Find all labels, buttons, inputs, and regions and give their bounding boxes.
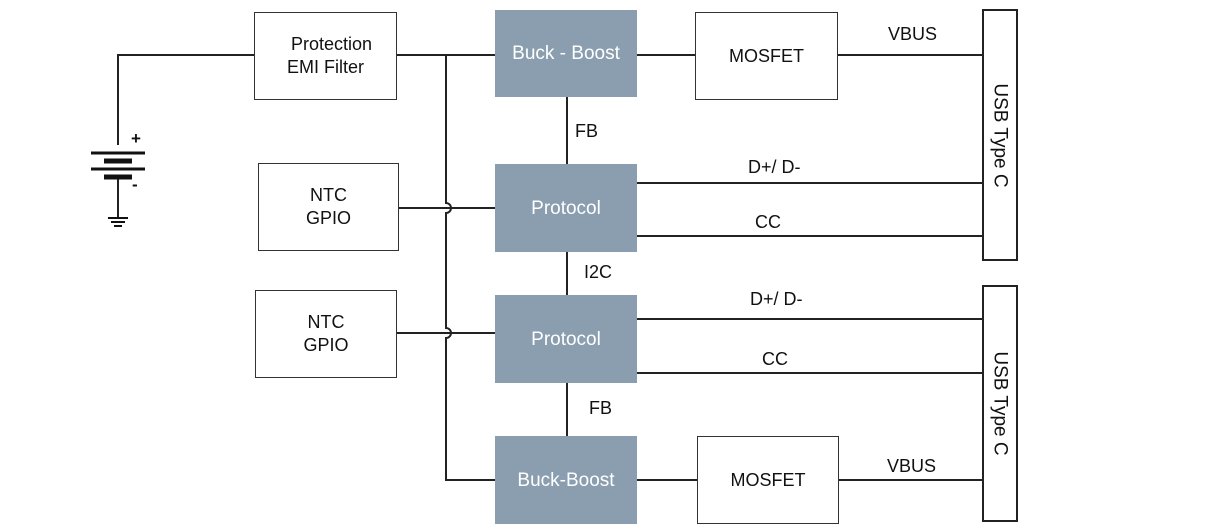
cc-top-label: CC xyxy=(755,212,781,232)
usb-type-c-top-connector: USB Type C xyxy=(982,9,1018,261)
power-bus-wire xyxy=(445,55,495,481)
mosfet-bottom-box: MOSFET xyxy=(697,436,839,524)
usb-type-c-bottom-connector: USB Type C xyxy=(982,285,1018,522)
battery-positive-wire xyxy=(117,54,254,145)
battery-minus-label: - xyxy=(132,175,138,194)
mosfet-top-label: MOSFET xyxy=(729,45,804,66)
buck-boost-bottom-label: Buck-Boost xyxy=(517,469,615,491)
dpdm-top-label: D+/ D- xyxy=(748,157,801,177)
battery-plus-label: + xyxy=(131,129,141,148)
protocol-bottom-block: Protocol xyxy=(495,295,637,383)
mosfet-bottom-label: MOSFET xyxy=(730,469,806,490)
i2c-label: I2C xyxy=(584,262,613,282)
buck-boost-top-label: Buck - Boost xyxy=(512,43,620,64)
mosfet-top-box: MOSFET xyxy=(695,12,838,100)
usb-bottom-label: USB Type C xyxy=(989,351,1011,456)
ntc-top-line1: NTC xyxy=(310,185,347,205)
buck-boost-bottom-block: Buck-Boost xyxy=(495,436,637,524)
protocol-top-label: Protocol xyxy=(531,197,601,219)
cc-bottom-label: CC xyxy=(762,349,788,369)
usb-top-label: USB Type C xyxy=(989,82,1011,188)
ground-icon xyxy=(108,217,128,227)
buck-boost-top-block: Buck - Boost xyxy=(495,10,637,97)
fb-top-label: FB xyxy=(575,121,599,141)
vbus-bottom-label: VBUS xyxy=(887,456,937,476)
dpdm-bottom-label: D+/ D- xyxy=(750,289,803,309)
protection-emi-filter-box: Protection EMI Filter xyxy=(254,12,397,100)
filter-line2: EMI Filter xyxy=(286,57,364,77)
filter-line1: Protection xyxy=(290,34,373,54)
ntc-top-line2: GPIO xyxy=(305,208,351,228)
protocol-top-block: Protocol xyxy=(495,164,637,252)
vbus-top-label: VBUS xyxy=(888,24,938,44)
fb-bottom-label: FB xyxy=(589,398,613,418)
ntc-gpio-bottom-box: NTC GPIO xyxy=(255,290,397,378)
protocol-bottom-label: Protocol xyxy=(531,328,601,350)
ntc-gpio-top-box: NTC GPIO xyxy=(258,163,399,251)
ntc-bottom-line1: NTC xyxy=(307,312,345,332)
ntc-bottom-line2: GPIO xyxy=(303,335,349,355)
battery-icon xyxy=(91,151,145,180)
